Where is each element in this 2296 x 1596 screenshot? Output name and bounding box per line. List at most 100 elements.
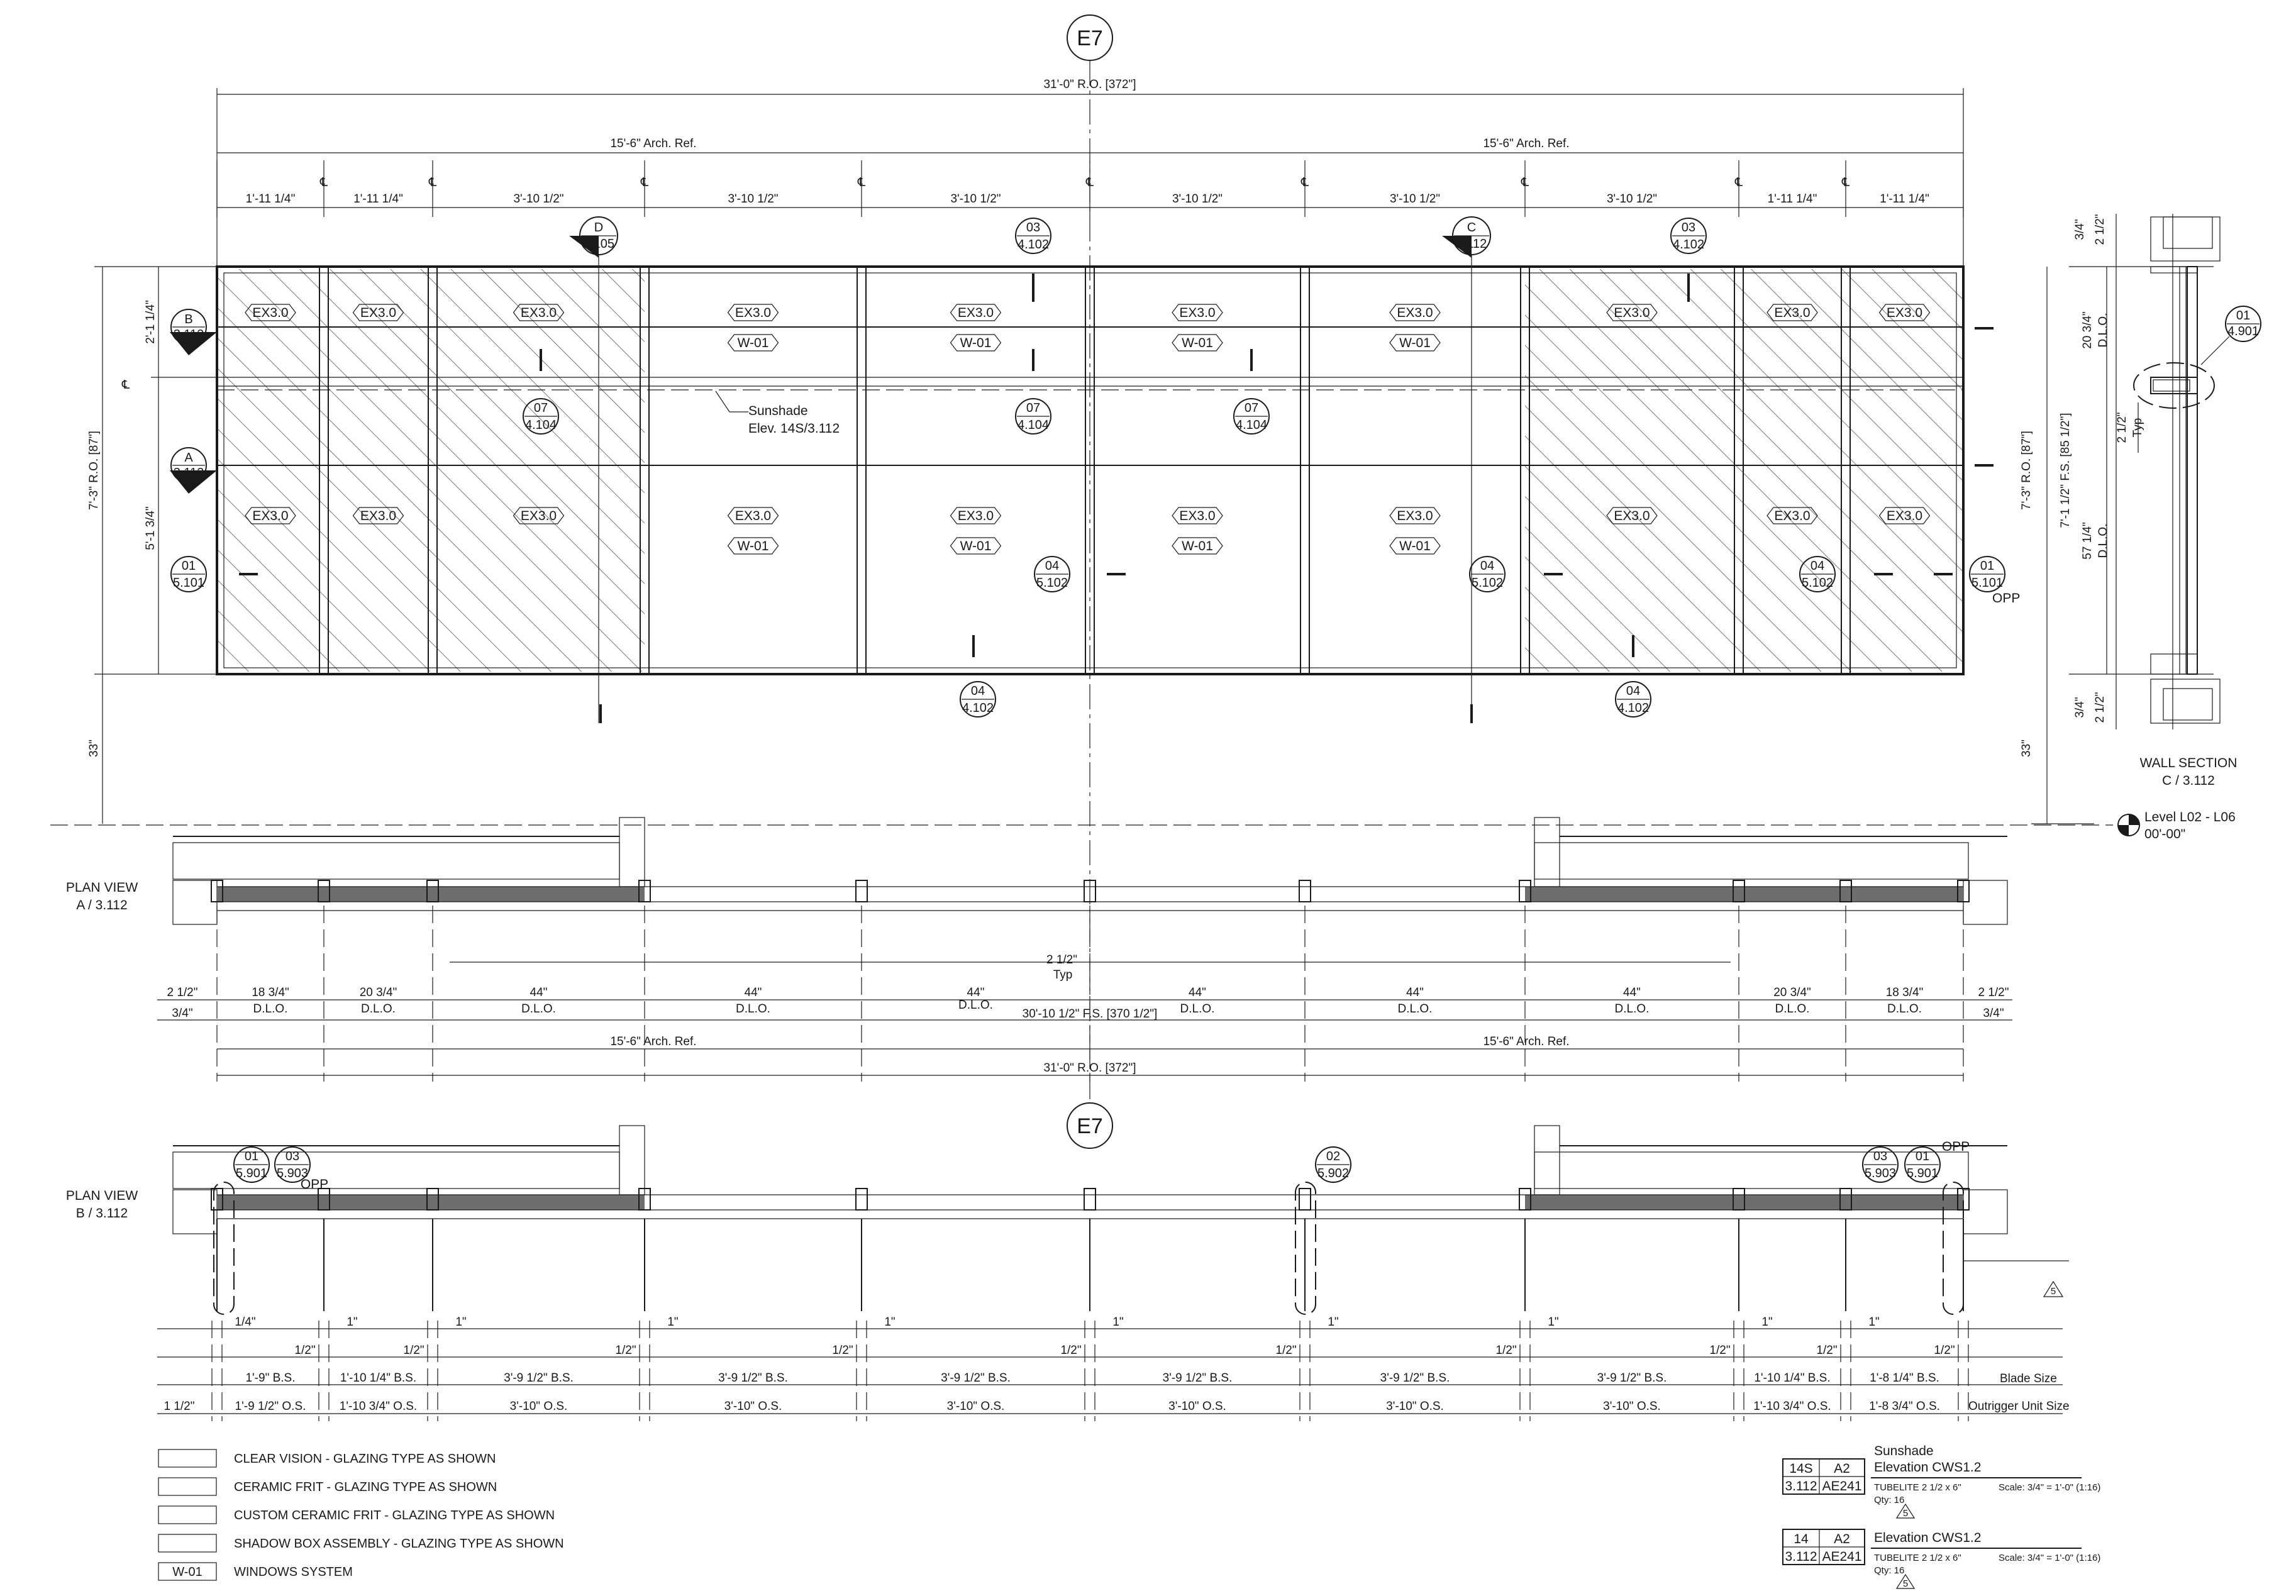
plan-b-row2: 1/2" bbox=[615, 1344, 636, 1357]
half-dimensions: 15'-6" Arch. Ref. 15'-6" Arch. Ref. bbox=[217, 137, 1963, 153]
plan-b-row2: 1/2" bbox=[1275, 1344, 1296, 1357]
shadow-box-left bbox=[217, 269, 645, 672]
glass-tag-text: EX3.0 bbox=[1397, 306, 1433, 320]
bay-dimensions: ℄℄℄℄℄℄℄℄℄1'-11 1/4"1'-11 1/4"3'-10 1/2"3… bbox=[216, 160, 1964, 217]
plan-a-mullion bbox=[855, 880, 868, 902]
svg-text:7'-3" R.O. [87"]: 7'-3" R.O. [87"] bbox=[2020, 431, 2033, 510]
glass-tag-text: EX3.0 bbox=[1774, 509, 1810, 523]
glass-tag bbox=[1606, 507, 1658, 524]
plan-a-frit-left bbox=[217, 887, 645, 902]
plan-b-outrigger-size: 1'-10 3/4" O.S. bbox=[340, 1400, 417, 1413]
elevation-detail-bubble-num: 07 bbox=[1026, 401, 1040, 415]
glass-tag bbox=[1766, 507, 1818, 524]
elevation-detail-bubble-num: 03 bbox=[1682, 221, 1695, 235]
plan-b-detail-bubble bbox=[274, 1146, 311, 1183]
plan-view-b: PLAN VIEW B / 3.112 OPP OPP 5 bbox=[66, 1125, 2069, 1315]
left-dim-total: 7'-3" R.O. [87"] bbox=[87, 431, 101, 510]
elevation-detail-bubble-num: 01 bbox=[1980, 559, 1994, 573]
plan-a-mullion bbox=[1733, 880, 1745, 902]
window-tag bbox=[1389, 537, 1441, 555]
plan-a-title: PLAN VIEW bbox=[66, 880, 138, 895]
title-num: 14 bbox=[1794, 1532, 1809, 1546]
svg-text:15'-6" Arch. Ref.: 15'-6" Arch. Ref. bbox=[1483, 1035, 1569, 1048]
elevation-detail-bubble-ref: 4.104 bbox=[525, 418, 557, 432]
elevation-detail-bubble bbox=[1233, 398, 1270, 435]
window-tag bbox=[727, 334, 779, 352]
centerline-symbol: ℄ bbox=[1301, 176, 1309, 189]
svg-text:3.112: 3.112 bbox=[1456, 237, 1487, 251]
svg-text:01: 01 bbox=[2236, 309, 2250, 323]
plan-a-dlo-label: D.L.O. bbox=[253, 1002, 288, 1016]
glass-tag bbox=[1172, 507, 1223, 524]
plan-b-mullion bbox=[1519, 1188, 1531, 1211]
elevation-detail-bubble-ref: 4.104 bbox=[1018, 418, 1049, 432]
legend-swatch-custom bbox=[158, 1505, 217, 1524]
glass-tag bbox=[1389, 304, 1441, 321]
left-dim-lower: 5'-1 3/4" bbox=[144, 506, 157, 550]
plan-a-dlo-value: 18 3/4" bbox=[252, 986, 289, 999]
elevation-detail-bubble-num: 04 bbox=[1045, 559, 1059, 573]
title-qty: Qty: 16 bbox=[1874, 1565, 1904, 1576]
plan-b-mullion bbox=[426, 1188, 439, 1211]
plan-b-mullion bbox=[1957, 1188, 1970, 1211]
glass-tag bbox=[352, 507, 404, 524]
wall-section-ref: C / 3.112 bbox=[2162, 773, 2215, 788]
elevation-detail-bubble-ref: 5.102 bbox=[1472, 576, 1503, 590]
glass-tag bbox=[727, 507, 779, 524]
legend-text: CERAMIC FRIT - GLAZING TYPE AS SHOWN bbox=[234, 1480, 497, 1494]
overall-dim-text: 31'-0" R.O. [372"] bbox=[1043, 78, 1136, 91]
glass-tag bbox=[1878, 304, 1931, 321]
elevation-detail-bubble-ref: 4.102 bbox=[1673, 238, 1704, 252]
plan-b-row2: 1/2" bbox=[1934, 1344, 1955, 1357]
plan-b-row1: 1" bbox=[667, 1316, 678, 1329]
glass-tag-text: EX3.0 bbox=[1397, 509, 1433, 523]
plan-b-mullion bbox=[638, 1188, 651, 1211]
plan-b-blade-size: 3'-9 1/2" B.S. bbox=[1163, 1372, 1233, 1385]
section-cut-a: A 3.112 bbox=[170, 447, 217, 494]
title-sheet-top: A2 bbox=[1834, 1461, 1850, 1476]
legend-text: WINDOWS SYSTEM bbox=[234, 1565, 353, 1579]
plan-b-row2: 1/2" bbox=[1495, 1344, 1516, 1357]
plan-view-a: PLAN VIEW A / 3.112 2 1/2" Typ bbox=[66, 817, 2008, 982]
glass-tag bbox=[513, 304, 565, 321]
plan-a-mullion bbox=[426, 880, 439, 902]
legend-text: CLEAR VISION - GLAZING TYPE AS SHOWN bbox=[234, 1452, 496, 1466]
grid-bubble-mid: E7 bbox=[1067, 1102, 1113, 1149]
plan-b-outrigger-size: 1 1/2" bbox=[164, 1400, 194, 1413]
plan-b-detail-bubble-ref: 5.903 bbox=[1865, 1167, 1896, 1180]
svg-text:B: B bbox=[184, 313, 192, 326]
plan-b-mullion bbox=[1733, 1188, 1745, 1211]
outrigger-size-label: Outrigger Unit Size bbox=[1968, 1400, 2070, 1413]
plan-a-ref: A / 3.112 bbox=[76, 898, 127, 912]
elevation-detail-bubble-ref: 4.102 bbox=[1018, 238, 1049, 252]
plan-b-blade-size: 3'-9 1/2" B.S. bbox=[718, 1372, 788, 1385]
plan-b-mullion bbox=[318, 1188, 330, 1211]
plan-a-dlo-value: 44" bbox=[530, 986, 548, 999]
plan-a-dlo-value: 44" bbox=[745, 986, 762, 999]
plan-b-mullion bbox=[855, 1188, 868, 1211]
window-tag-text: W-01 bbox=[960, 539, 992, 553]
plan-b-blade-size: 3'-9 1/2" B.S. bbox=[1597, 1372, 1667, 1385]
plan-b-blade-size: 3'-9 1/2" B.S. bbox=[1380, 1372, 1450, 1385]
glass-tag-text: EX3.0 bbox=[521, 509, 557, 523]
plan-b-outrigger-size: 1'-10 3/4" O.S. bbox=[1753, 1400, 1831, 1413]
elevation-detail-bubble-num: 04 bbox=[971, 684, 985, 698]
plan-b-blade-size: 3'-9 1/2" B.S. bbox=[941, 1372, 1011, 1385]
level-elev: 00'-00" bbox=[2144, 827, 2185, 841]
plan-b-row1: 1" bbox=[1328, 1316, 1338, 1329]
legend-swatch-tag bbox=[158, 1562, 217, 1581]
grid-label-top: E7 bbox=[1077, 26, 1103, 50]
svg-text:2 1/2": 2 1/2" bbox=[167, 986, 197, 999]
elevation-detail-bubble bbox=[960, 681, 996, 718]
svg-text:15'-6" Arch. Ref.: 15'-6" Arch. Ref. bbox=[610, 1035, 696, 1048]
window-tag bbox=[727, 537, 779, 555]
title-sheet: AE241 bbox=[1822, 1549, 1861, 1564]
shadow-box-right bbox=[1525, 269, 1963, 672]
level-marker: Level L02 - L06 00'-00" bbox=[50, 810, 2236, 841]
plan-b-detail-bubble bbox=[1315, 1146, 1351, 1183]
title-qty: Qty: 16 bbox=[1874, 1495, 1904, 1505]
elevation-detail-bubble bbox=[1015, 218, 1051, 254]
plan-b-row2: 1/2" bbox=[832, 1344, 853, 1357]
left-dim-sill: 33" bbox=[87, 740, 101, 757]
